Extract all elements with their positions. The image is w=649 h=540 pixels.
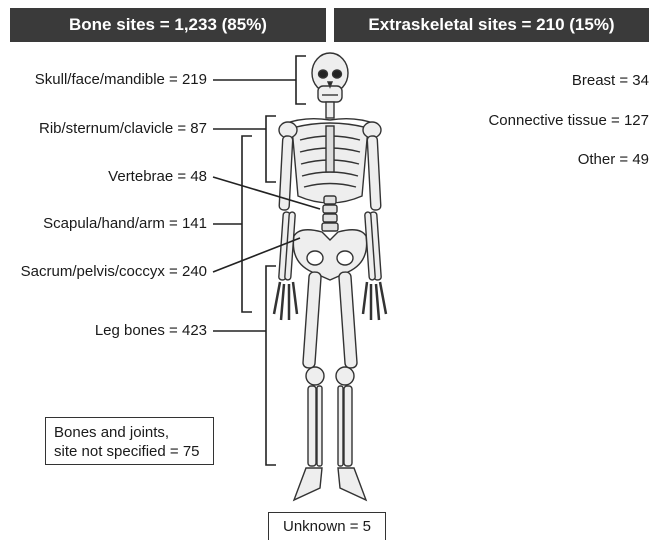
other-label: Other = 49 (578, 151, 649, 169)
breast-label: Breast = 34 (572, 72, 649, 90)
connective-tissue-label: Connective tissue = 127 (488, 112, 649, 130)
vertebrae-label: Vertebrae = 48 (108, 168, 207, 186)
note-line-2: site not specified = 75 (54, 442, 205, 461)
leg-bracket (266, 266, 276, 465)
unknown-label: Unknown = 5 (268, 512, 386, 540)
sacrum-label: Sacrum/pelvis/coccyx = 240 (21, 263, 207, 281)
scapula-label: Scapula/hand/arm = 141 (43, 215, 207, 233)
skeleton-illustration (274, 53, 386, 500)
scapula-bracket (242, 136, 252, 312)
leg-label: Leg bones = 423 (95, 322, 207, 340)
rib-label: Rib/sternum/clavicle = 87 (39, 120, 207, 138)
unspecified-site-note: Bones and joints, site not specified = 7… (45, 417, 214, 465)
skull-label: Skull/face/mandible = 219 (35, 71, 207, 89)
note-line-1: Bones and joints, (54, 423, 205, 442)
skull-bracket (296, 56, 306, 104)
rib-bracket (266, 116, 276, 182)
